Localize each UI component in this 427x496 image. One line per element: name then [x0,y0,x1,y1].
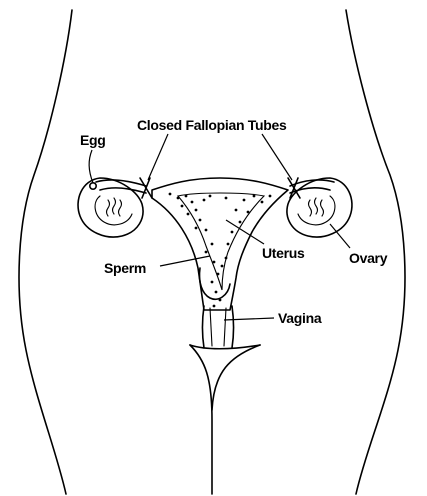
label-closed-fallopian-tubes: Closed Fallopian Tubes [137,117,287,133]
leader-ovary [330,224,350,248]
left-ovary [78,178,143,237]
left-fimbriae [107,198,122,216]
cervix [199,268,230,299]
right-ovary-inner [298,196,335,225]
vagina-left-wall [203,306,205,348]
leader-closed-tubes-right [262,134,292,180]
left-ovary-inner [95,196,132,225]
leader-vagina [224,318,274,320]
right-ovary [287,178,352,237]
egg-cell [90,183,96,189]
uterus-outer [152,178,288,310]
left-tube-closure [140,178,152,198]
vagina-inner-right [224,308,226,346]
left-thigh-line [190,345,212,494]
label-ovary: Ovary [349,250,388,266]
vagina-right-wall [232,306,234,348]
vagina-inner-left [210,308,212,346]
leader-closed-tubes-left [148,134,168,180]
sperm-dots [169,193,272,308]
label-uterus: Uterus [262,245,305,261]
label-egg: Egg [80,132,106,148]
leader-egg [89,150,93,183]
right-fimbriae [309,198,324,216]
left-fallopian-tube-lower [100,188,146,193]
vaginal-opening [190,345,260,349]
leader-sperm [160,256,210,266]
right-thigh-line [212,345,260,410]
body-outline-left [19,10,72,494]
uterus-cavity [178,193,264,290]
label-vagina: Vagina [278,310,322,326]
label-sperm: Sperm [104,260,146,276]
